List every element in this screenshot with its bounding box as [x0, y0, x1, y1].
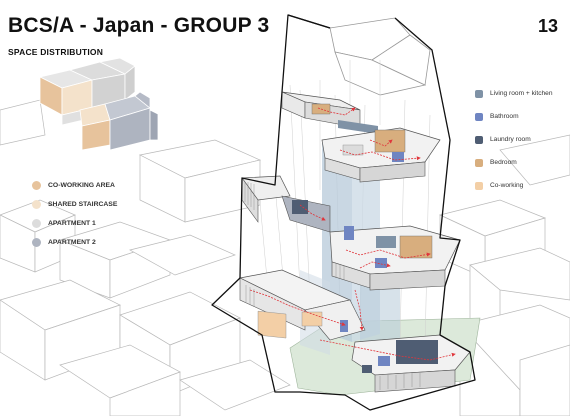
- legend-item-apartment-2: APARTMENT 2: [32, 233, 117, 252]
- legend-item-staircase: SHARED STAIRCASE: [32, 195, 117, 214]
- legend-item-coworking-room: Co-working: [475, 174, 553, 197]
- legend-item-bedroom: Bedroom: [475, 151, 553, 174]
- page-title: BCS/A - Japan - GROUP 3: [8, 14, 270, 37]
- legend-item-coworking: CO-WORKING AREA: [32, 176, 117, 195]
- context-buildings: [0, 99, 570, 416]
- legend-label: Living room + kitchen: [490, 90, 553, 97]
- legend-item-living-kitchen: Living room + kitchen: [475, 82, 553, 105]
- legend-item-bathroom: Bathroom: [475, 105, 553, 128]
- mass-model: [38, 57, 159, 151]
- legend-item-apartment-1: APARTMENT 1: [32, 214, 117, 233]
- legend-swatch: [475, 158, 483, 167]
- legend-item-laundry: Laundry room: [475, 128, 553, 151]
- legend-label: APARTMENT 1: [48, 220, 96, 227]
- legend-swatch: [475, 135, 483, 144]
- legend-label: SHARED STAIRCASE: [48, 201, 118, 208]
- legend-swatch: [32, 219, 41, 228]
- legend-swatch: [475, 181, 483, 190]
- floor-level-3: [321, 127, 441, 183]
- circulation-arrows: [249, 107, 456, 361]
- legend-swatch: [475, 89, 483, 98]
- floor-level-0: [351, 334, 471, 393]
- legend-label: Bathroom: [490, 113, 519, 120]
- legend-label: Bedroom: [490, 159, 517, 166]
- legend-swatch: [32, 200, 41, 209]
- floor-level-4: [281, 91, 378, 134]
- floor-level-2: [241, 175, 461, 291]
- building-outline: [211, 14, 476, 411]
- legend-label: CO-WORKING AREA: [48, 182, 115, 189]
- floor-level-1: [238, 269, 366, 341]
- legend-swatch: [475, 112, 483, 121]
- legend-swatch: [32, 238, 41, 247]
- page-number: 13: [537, 16, 558, 36]
- legend-label: Laundry room: [490, 136, 531, 143]
- railings: [244, 182, 421, 390]
- room-legend: Living room + kitchen Bathroom Laundry r…: [475, 82, 553, 197]
- space-legend: CO-WORKING AREA SHARED STAIRCASE APARTME…: [32, 176, 117, 252]
- legend-swatch: [32, 181, 41, 190]
- legend-label: Co-working: [490, 182, 524, 189]
- legend-label: APARTMENT 2: [48, 239, 96, 246]
- section-subtitle: SPACE DISTRIBUTION: [8, 47, 104, 57]
